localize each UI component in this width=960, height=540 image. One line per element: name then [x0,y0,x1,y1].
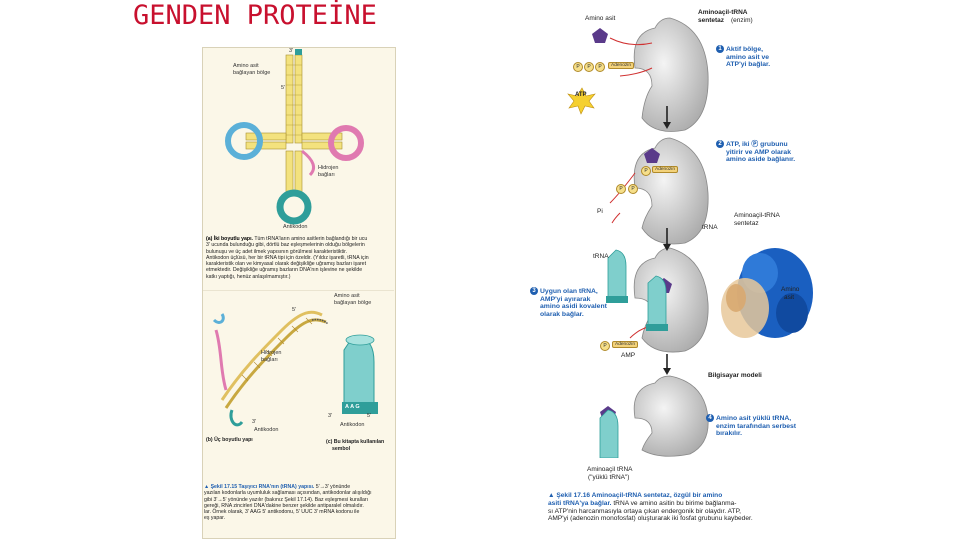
step-3-line: olarak bağlar. [540,311,584,319]
label-amino-acid-site-2: bağlayan bölge [233,70,271,76]
pi-label: Pi [597,208,603,215]
phosphate-circle: P [628,184,638,194]
phosphate-circle: P [616,184,626,194]
protein-computer-model [721,248,813,338]
step-4-line: Amino asit yüklü tRNA, [716,414,792,422]
figure-caption-17-15-title: ▲ Şekil 17.15 Taşıyıcı RNA'nın (tRNA) ya… [204,484,315,490]
step-4-number: 4 [706,414,714,422]
amp-label: AMP [621,352,636,359]
step-3-number: 3 [530,287,538,295]
figure-caption-line: tRNA ve amino asitin bu birime bağlanma- [613,499,737,507]
atp-label: ATP [575,92,587,98]
label-computer-model: Bilgisayar modeli [708,372,762,379]
synthetase-cycle-diagram [567,17,813,458]
caption-2d-line: katkı yaptığı, henüz anlaşılmamıştır.) [206,273,291,280]
label-amino-acid-site: Amino asit [233,63,259,69]
label-synthetase-model-2: sentetaz [734,220,759,227]
label-enzyme-title: Aminoaçil-tRNA [698,9,748,16]
step-2-line: ATP, iki Ⓟ grubunu [726,140,788,148]
label-charged-trna-2: ("yüklü tRNA") [588,474,630,481]
caption-symbol: (c) Bu kitapta kullanılan [326,439,385,445]
figure-caption-17-15: ▲ Şekil 17.15 Taşıyıcı RNA'nın (tRNA) ya… [204,484,392,522]
adenosine-label: Adenozin [652,166,679,173]
label-3prime: 3' [289,48,294,54]
label-anticodon-3d: Antikodon [254,427,279,433]
label-symbol-anticodon: Antikodon [340,422,365,428]
figure-caption-17-16-title: ▲ Şekil 17.16 Aminoaçil-tRNA sentetaz, ö… [548,492,723,499]
phosphate-circle: P [595,62,605,72]
caption-2d-line: 3' ucunda bulunduğu gibi, dörtlü baz eşl… [206,242,365,249]
step-2-line: yitirir ve AMP olarak [726,148,791,156]
label-3prime-3d: 3' [252,419,257,425]
step-1-line: amino asit ve [726,53,770,61]
label-hydrogen-bonds-3d: Hidrojen [261,350,282,356]
adenosine-label: Adenozin [612,341,639,348]
caption-2d-title: (a) İki boyutlu yapı. [206,236,253,242]
label-hydrogen-bonds-2: bağları [318,172,335,178]
label-5prime-3d: 5' [292,307,297,313]
label-trna: tRNA [593,253,609,260]
caption-2d-structure: (a) İki boyutlu yapı. Tüm tRNA'ların ami… [206,236,390,280]
caption-2d-line: karakteristik olan ve kimyasal olarak de… [206,261,367,268]
caption-2d-line: Tüm tRNA'ların amino asitlerin bağlandığ… [254,236,368,242]
label-enzyme-title-3: (enzim) [731,17,753,24]
trna-2d-structure-diagram [225,49,364,225]
step-1-line: Aktif bölge, [726,45,764,53]
caption-symbol-2: sembol [332,446,351,452]
trna-3d-structure-diagram [202,290,394,427]
figure-caption-17-16-title-2: asiti tRNA'ya bağlar. [548,499,612,507]
page-title: GENDEN PROTEİNE [133,0,377,31]
label-anticodon: Antikodon [283,224,308,230]
label-symbol-codon: A A G [345,404,360,410]
enzyme-shape [633,17,709,457]
figure-caption-line: lar. Örnek olarak, 3' AAG 5' antikodonu,… [204,509,360,516]
label-amino-acid-site-3d: Amino asit [334,293,360,299]
step-4-line: bırakılır. [716,430,743,438]
caption-2d-line: etmektedir. Değişikliğe uğramış bazların… [206,267,363,274]
label-amino-acid-site-3d-2: bağlayan bölge [334,300,372,306]
figure-caption-line: sı ATP'nin harcanmasıyla ortaya çıkan en… [548,507,741,515]
label-amino-acid-model-2: asit [784,294,795,301]
figure-caption-line: AMP'yi (adenozin monofosfat) oluşturarak… [548,515,753,523]
step-2-line: amino aside bağlanır. [726,156,796,164]
step-3-line: amino asidi kovalent [540,303,607,311]
step-3-line: AMP'yi ayırarak [540,295,591,303]
label-charged-trna: Aminoaçil tRNA [587,466,633,473]
phosphate-circle: P [641,166,651,176]
figure-caption-line: gereği, RNA zincirleri DNA'dakine benzer… [204,502,364,509]
phosphate-circle: P [573,62,583,72]
label-hydrogen-bonds-3d-2: bağları [261,357,278,363]
caption-2d-line: Antikodon üçlüsü, her bir tRNA tipi için… [206,254,369,261]
phosphate-circle: P [600,341,610,351]
phosphate-circle: P [584,62,594,72]
figure-caption-line: eş yapar. [204,515,226,522]
adenosine-label: Adenozin [608,62,635,69]
label-5prime: 5' [281,85,286,91]
caption-2d-line: bulunuşu ve üç adet ilmek yapısının görü… [206,248,347,255]
caption-3d-structure: (b) Üç boyutlu yapı [206,437,253,443]
figure-caption-line: gibi 3'→5' yönünde yazılır (bakınız Şeki… [204,496,369,503]
label-symbol-3prime: 3' [328,413,333,419]
label-enzyme-title-2: sentetaz [698,17,725,24]
figure-caption-17-16: ▲ Şekil 17.16 Aminoaçil-tRNA sentetaz, ö… [548,492,808,523]
step-4-line: enzim tarafından serbest [716,422,797,430]
label-hydrogen-bonds: Hidrojen [318,165,339,171]
label-trna-model: tRNA [702,224,718,231]
step-1-number: 1 [716,45,724,53]
figure-caption-line: 5'→3' yönünde [315,484,351,490]
label-amino-acid: Amino asit [585,15,616,22]
step-2-number: 2 [716,140,724,148]
step-3-line: Uygun olan tRNA, [540,287,598,295]
label-amino-acid-model: Amino [781,286,800,293]
label-symbol-5prime: 5' [367,413,372,419]
figure-caption-line: yazılan kodonlarla uyumluluk sağlaması a… [204,490,372,497]
step-1-line: ATP'yi bağlar. [726,61,771,69]
label-synthetase-model: Aminoaçil-tRNA [734,212,780,219]
